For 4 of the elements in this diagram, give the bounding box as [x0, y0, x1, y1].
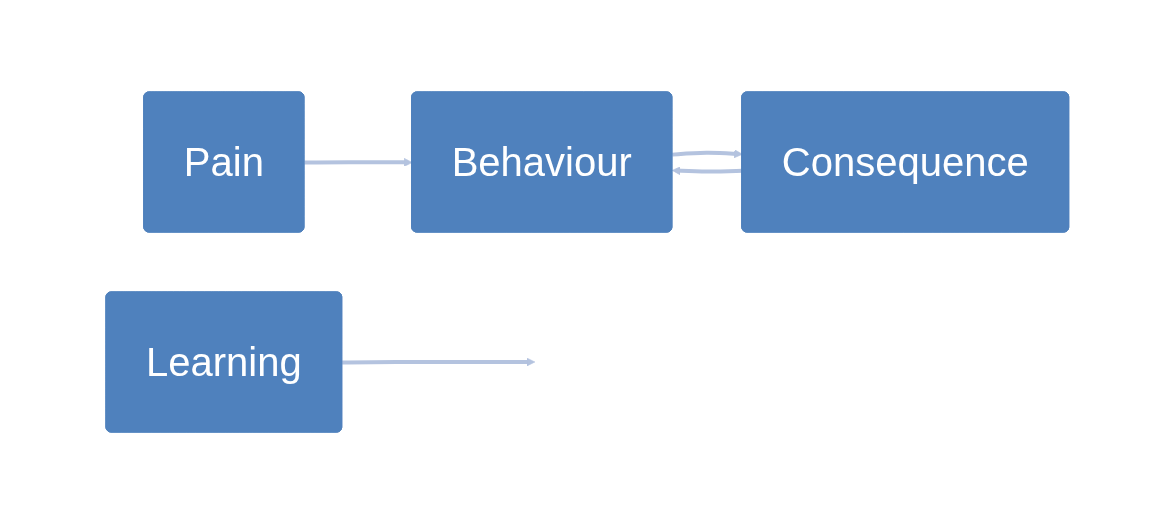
arrow [304, 158, 413, 167]
arrow [671, 149, 743, 159]
arrow [671, 166, 743, 176]
arrow [341, 357, 535, 367]
